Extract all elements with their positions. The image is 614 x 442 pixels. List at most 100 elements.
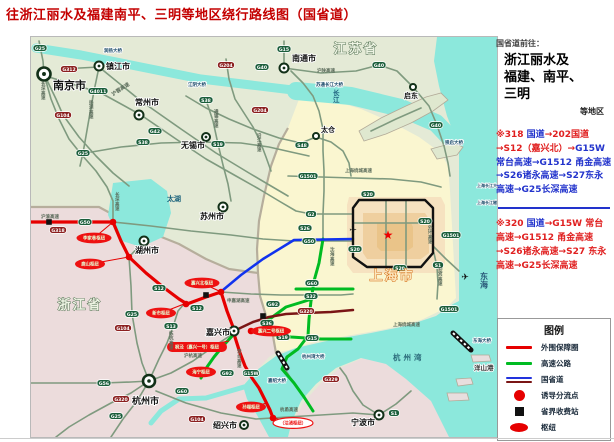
- city-label: 南京市: [53, 78, 86, 92]
- route-segment: 国道: [526, 129, 545, 140]
- legend-title: 图例: [544, 326, 564, 337]
- road: [55, 380, 150, 437]
- legend-label: 诱导分流点: [541, 390, 579, 400]
- panel-destination-line: 三明: [504, 86, 531, 102]
- road-badge-label: G318: [51, 228, 64, 234]
- legend-item: 枢纽: [498, 419, 610, 435]
- road-badge-label: S20: [350, 247, 360, 253]
- black-square-icon: [504, 406, 534, 416]
- city-label: 常州市: [135, 97, 159, 107]
- expressway-badge: [294, 141, 310, 149]
- expressway-badge: [301, 237, 317, 245]
- map-bottom-divider: [0, 438, 614, 439]
- road: [225, 58, 272, 172]
- road-badge-label: G25: [127, 312, 137, 318]
- city-label: 宁波市: [351, 417, 375, 427]
- hongqiao-airport-icon: ✈: [349, 226, 357, 236]
- yangshan-island-2: [455, 377, 474, 387]
- road-badge-label: G4011: [90, 89, 107, 95]
- road-badge-label: S38: [201, 98, 211, 104]
- road: [432, 245, 460, 272]
- road-badge-label: G40: [431, 123, 441, 129]
- national-road-badge: [112, 395, 130, 403]
- expressway-badge: [304, 334, 320, 342]
- dual-line-icon: [504, 375, 534, 383]
- road-badge-label: S48: [297, 143, 307, 149]
- city-label: 南通市: [292, 53, 316, 63]
- map-label: 长深高速: [41, 80, 46, 101]
- expressway-badge: [151, 284, 167, 292]
- route-segment: G15W 常台高速→G1512 甬金高速→S26诸永高速→S27东永高速→G25…: [496, 143, 612, 196]
- map-label: 外环高速: [428, 224, 433, 245]
- road-badge-label: G92: [268, 302, 278, 308]
- expressway-badge: [135, 138, 151, 146]
- road: [220, 291, 354, 296]
- expressway-badge: [392, 264, 408, 272]
- route-description: ※318 国道→202国道→S12（嘉兴北）→G15W 常台高速→G1512 甬…: [496, 129, 612, 199]
- road-badge-label: G56: [99, 381, 109, 387]
- expressway-badge: [417, 217, 433, 225]
- road-badge-label: G2: [308, 212, 315, 218]
- expressway-badge: [438, 305, 460, 313]
- yangshan-island-1: [470, 354, 492, 363]
- road-badge-label: G15: [279, 47, 289, 53]
- road: [370, 107, 422, 132]
- map-label: 长江: [333, 88, 340, 104]
- province-toll-station-icon: [260, 313, 266, 319]
- road: [110, 380, 150, 437]
- expressway-badge: [219, 369, 235, 377]
- diversion-point-icon: [182, 300, 190, 308]
- road-badge-label: G25: [35, 46, 45, 52]
- map-label: 太湖: [167, 194, 181, 203]
- national-road-route: [234, 308, 355, 332]
- panel-destination: 浙江丽水及福建、南平、三明: [504, 53, 612, 104]
- hub-marker: [75, 258, 105, 270]
- city-marker-dot: [137, 113, 141, 117]
- national-road-badge: [297, 307, 315, 315]
- green-line-icon: [504, 361, 534, 365]
- city-marker: [312, 132, 320, 140]
- expressway-badge: [77, 218, 93, 226]
- road-badge-label: S1: [435, 263, 442, 269]
- city-label: 启东: [404, 91, 418, 100]
- road: [290, 70, 325, 242]
- city-marker-dot: [42, 72, 46, 76]
- map-label: 沪杭高速: [184, 352, 202, 359]
- road-badge-label: S12: [192, 306, 202, 312]
- map-label: 崇启大桥: [444, 139, 463, 146]
- map-label: 杭州湾: [393, 352, 425, 362]
- city-label: 太仓: [321, 125, 336, 134]
- province-border: [31, 205, 259, 275]
- expressway-badge: [432, 261, 444, 269]
- route-segment: 国道: [526, 219, 545, 230]
- panel-destination-line: 福建、南平、: [504, 69, 583, 85]
- city-label: 嘉兴市: [205, 327, 230, 337]
- route-segment: ※318: [496, 129, 527, 140]
- road-badge-label: S12: [154, 286, 164, 292]
- expressway-badge: [189, 304, 205, 312]
- road-badge-label: G25: [78, 151, 88, 157]
- diversion-point-icon: [217, 288, 225, 296]
- expressway-badge: [75, 149, 91, 157]
- hub-label: 孙端枢纽: [242, 404, 260, 411]
- city-label: 湖州市: [135, 245, 159, 255]
- hub-label: 枫泾（嘉兴一号）枢纽: [175, 344, 220, 351]
- hub-marker: [251, 325, 291, 337]
- road-badge-label: G329: [324, 377, 337, 383]
- hub-marker: [236, 401, 266, 413]
- national-road-badge: [60, 65, 78, 73]
- road-badge-label: G320: [299, 309, 312, 315]
- shanghai-outer-ring-road: [351, 198, 435, 269]
- expressway-badge: [210, 140, 226, 148]
- route-segment: →G15W 常台高速→G1512 甬金高速→S26诸永高速→S27 东永高速→G…: [496, 219, 607, 272]
- hub-marker: [76, 232, 112, 244]
- road-badge-label: S20: [420, 219, 430, 225]
- road-badge-label: G15W: [243, 371, 258, 377]
- national-road-badge: [49, 226, 67, 234]
- map-label: 迎宾高速: [438, 266, 443, 287]
- expressway-badge: [147, 127, 163, 135]
- hub-label: 海宁枢纽: [192, 369, 210, 376]
- expressway-badge: [174, 387, 190, 395]
- expressway-badge: [124, 310, 140, 318]
